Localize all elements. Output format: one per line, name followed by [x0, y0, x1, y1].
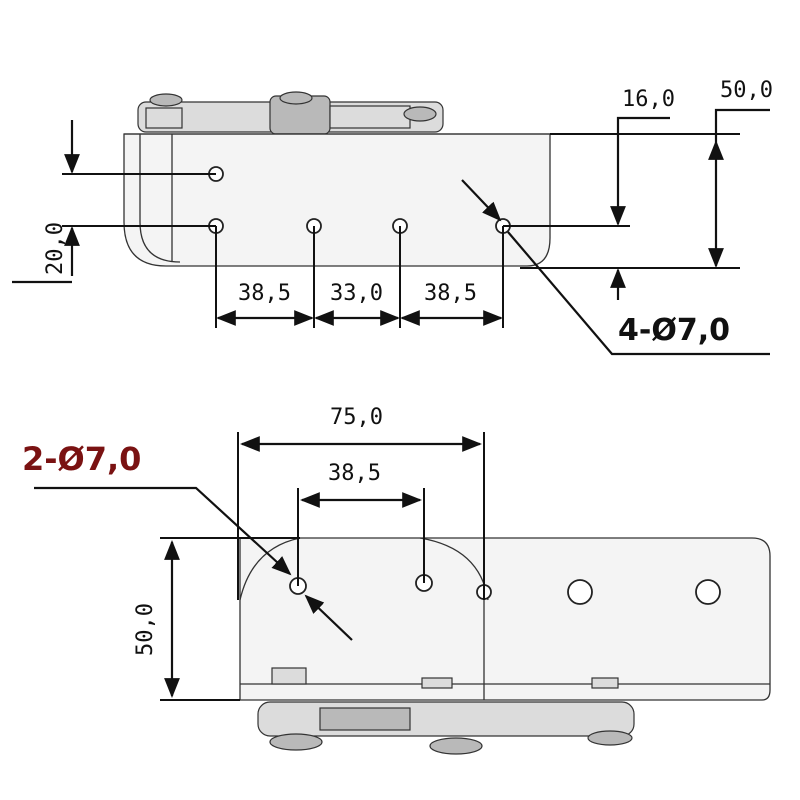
- callout-2-holes-label: 2-Ø7,0: [22, 440, 141, 478]
- dim-50-bottom-label: 50,0: [133, 603, 158, 656]
- bottom-view: 75,0 38,5 50,0 2-Ø7,0: [22, 405, 771, 755]
- dim-75-label: 75,0: [330, 405, 383, 430]
- top-hinge-hardware: [137, 91, 444, 135]
- dim-38-bottom-label: 38,5: [328, 461, 381, 486]
- callout-4-holes-label: 4-Ø7,0: [618, 313, 730, 348]
- dim-50-bottom: 50,0: [133, 537, 300, 701]
- bottom-hole-4: [567, 579, 593, 605]
- dim-20: 20,0: [12, 120, 216, 284]
- callout-2-holes: 2-Ø7,0: [22, 440, 353, 641]
- dim-38-right-label: 38,5: [424, 281, 477, 306]
- dim-chain-holes: 38,5 33,0 38,5: [215, 226, 504, 328]
- dim-33-label: 33,0: [330, 281, 383, 306]
- bottom-hole-5: [695, 579, 721, 605]
- dim-38-left-label: 38,5: [238, 281, 291, 306]
- dim-20-label: 20,0: [43, 222, 68, 275]
- callout-4-holes: 4-Ø7,0: [461, 179, 770, 356]
- bottom-plate: [239, 537, 771, 701]
- top-plate: [123, 133, 551, 267]
- dim-16-50: 16,0 50,0: [503, 78, 773, 300]
- dim-16-label: 16,0: [622, 87, 675, 112]
- dim-75: 75,0: [237, 405, 485, 600]
- bottom-hinge-hardware: [257, 667, 635, 755]
- dim-50-top-label: 50,0: [720, 78, 773, 103]
- top-view: 20,0 16,0 50,0 38,5 33,0 38,5: [12, 78, 773, 356]
